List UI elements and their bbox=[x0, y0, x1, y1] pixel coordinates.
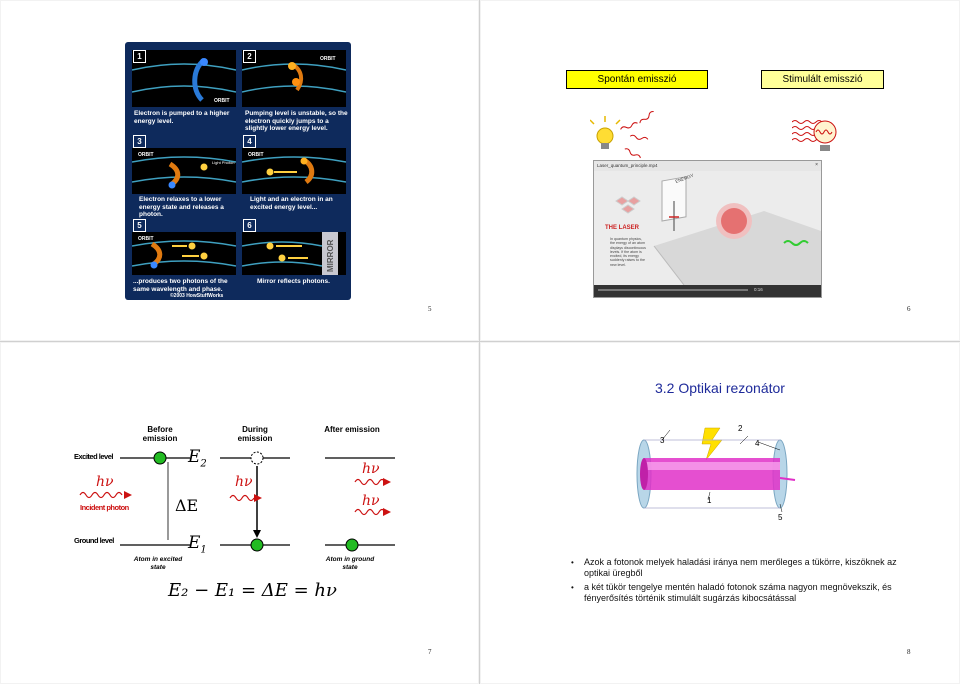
laser-video-player[interactable]: Laser_quantum_principle.mp4 × ENERGY 0:1… bbox=[593, 160, 822, 298]
orbit-label-4: ORBIT bbox=[248, 152, 264, 158]
hv-after-1-label: hν bbox=[362, 461, 380, 477]
callout-4: 4 bbox=[755, 439, 760, 448]
orbit-label-3: ORBIT bbox=[138, 152, 154, 158]
panel-5-caption: ...produces two photons of the same wave… bbox=[133, 278, 228, 293]
stimulated-emission-graphic bbox=[792, 120, 837, 151]
page-number-8: 8 bbox=[907, 648, 911, 656]
panel-3-caption: Electron relaxes to a lower energy state… bbox=[139, 196, 224, 218]
panel-1-caption: Electron is pumped to a higher energy le… bbox=[134, 110, 230, 125]
light-photon-label: Light Photon bbox=[212, 160, 234, 165]
slide-divider-horizontal bbox=[0, 341, 960, 342]
atom-during-final bbox=[250, 538, 264, 552]
atom-after bbox=[345, 538, 359, 552]
lightning-icon bbox=[701, 427, 723, 461]
panel-4-orbit-graphic: ORBIT bbox=[241, 152, 347, 184]
hv-after-2-label: hν bbox=[362, 493, 380, 509]
panel-2-caption: Pumping level is unstable, so the electr… bbox=[245, 110, 348, 132]
orbit-label-5: ORBIT bbox=[138, 236, 154, 242]
orbit-label-2: ORBIT bbox=[320, 56, 336, 62]
panel-3-orbit-graphic: Light Photon ORBIT bbox=[131, 152, 237, 189]
panel-5-image: ORBIT bbox=[131, 232, 237, 275]
video-frame: ENERGY bbox=[594, 171, 821, 285]
e2-label: E2 bbox=[188, 447, 207, 470]
video-progress-bar[interactable] bbox=[598, 289, 748, 291]
stimulated-emission-label: Stimulált emisszió bbox=[761, 70, 884, 89]
panel-4-number: 4 bbox=[243, 135, 256, 148]
photon-after-1 bbox=[354, 478, 386, 486]
laser-steps-infographic: ORBIT 1 Electron is pumped to a higher e… bbox=[125, 42, 351, 300]
slide-8-title: 3.2 Optikai rezonátor bbox=[655, 380, 785, 396]
video-close-button[interactable]: × bbox=[815, 162, 818, 168]
bullet-list: Azok a fotonok melyek haladási iránya ne… bbox=[569, 557, 899, 607]
slide-divider-vertical bbox=[479, 0, 480, 684]
panel-1-image: ORBIT bbox=[131, 50, 237, 107]
panel-2-image: ORBIT bbox=[241, 50, 347, 107]
bullet-item: a két tükör tengelye mentén haladó foton… bbox=[569, 582, 899, 604]
optical-resonator-illustration bbox=[636, 427, 796, 513]
panel-1-number: 1 bbox=[133, 50, 146, 63]
panel-6-mirror-graphic: MIRROR bbox=[241, 232, 338, 275]
panel-3-number: 3 bbox=[133, 135, 146, 148]
panel-3-image: Light Photon ORBIT bbox=[131, 148, 237, 194]
delta-e-label: ΔE bbox=[175, 496, 199, 515]
panel-5-number: 5 bbox=[133, 219, 146, 232]
incident-photon-label: Incident photon bbox=[80, 503, 129, 512]
photon-after-2 bbox=[354, 508, 386, 516]
excited-level-label: Excited level bbox=[74, 452, 113, 461]
energy-label: ENERGY bbox=[675, 173, 695, 184]
panel-1-orbit-graphic: ORBIT bbox=[131, 58, 237, 104]
video-heading: THE LASER bbox=[605, 225, 640, 231]
panel-6-image: MIRROR bbox=[241, 232, 346, 275]
atom-during-initial bbox=[250, 451, 264, 465]
panel-6-number: 6 bbox=[243, 219, 256, 232]
page-number-5: 5 bbox=[428, 305, 432, 313]
video-controls[interactable]: 0:16 bbox=[594, 285, 821, 297]
bullet-item: Azok a fotonok melyek haladási iránya ne… bbox=[569, 557, 899, 579]
ground-level-label: Ground level bbox=[74, 536, 114, 545]
atom-before bbox=[153, 451, 167, 465]
atom-ground-label: Atom in ground state bbox=[325, 556, 375, 571]
callout-2: 2 bbox=[738, 424, 743, 433]
panel-5-orbit-graphic: ORBIT bbox=[131, 236, 237, 269]
video-explanation: In quantum physics, the energy of an ato… bbox=[610, 237, 646, 267]
page-number-6: 6 bbox=[907, 305, 911, 313]
slide-8 bbox=[481, 343, 959, 683]
callout-3: 3 bbox=[660, 436, 665, 445]
mirror-label: MIRROR bbox=[326, 239, 335, 272]
panel-4-caption: Light and an electron in an excited ener… bbox=[250, 196, 333, 211]
howstuffworks-credit: ©2003 HowStuffWorks bbox=[170, 293, 224, 299]
before-emission-label: Before emission bbox=[142, 425, 178, 443]
spontaneous-emission-label: Spontán emisszió bbox=[566, 70, 708, 89]
e1-label: E1 bbox=[188, 533, 207, 556]
orbit-label: ORBIT bbox=[214, 98, 230, 104]
hv-during-label: hν bbox=[235, 474, 253, 490]
page-number-7: 7 bbox=[428, 648, 432, 656]
incident-photon-wave bbox=[79, 491, 123, 499]
atom-excited-label: Atom in excited state bbox=[133, 556, 183, 571]
panel-4-image: ORBIT bbox=[241, 148, 347, 194]
callout-1: 1 bbox=[707, 496, 712, 505]
panel-6-caption: Mirror reflects photons. bbox=[257, 278, 330, 285]
slide-7 bbox=[1, 343, 478, 683]
photon-during bbox=[229, 494, 255, 502]
panel-2-number: 2 bbox=[243, 50, 256, 63]
hv-incident-label: hν bbox=[96, 474, 114, 490]
video-time: 0:16 bbox=[754, 287, 763, 292]
panel-2-orbit-graphic: ORBIT bbox=[241, 56, 347, 93]
energy-equation: E₂ − E₁ = ΔE = hν bbox=[168, 580, 337, 601]
energy-level-diagram bbox=[79, 451, 395, 552]
spontaneous-emission-graphic bbox=[590, 111, 654, 159]
video-title: Laser_quantum_principle.mp4 bbox=[597, 163, 658, 168]
during-emission-label: During emission bbox=[237, 425, 273, 443]
after-emission-label: After emission bbox=[324, 425, 380, 434]
callout-5: 5 bbox=[778, 513, 783, 522]
